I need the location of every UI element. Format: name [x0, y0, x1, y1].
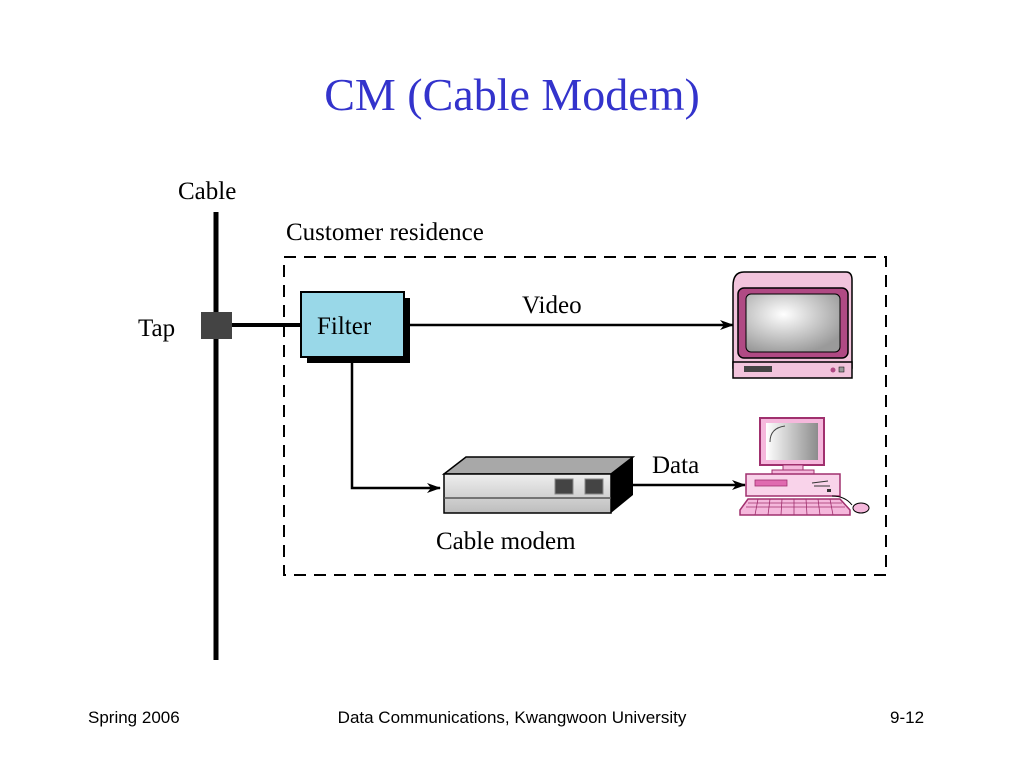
footer-page-number: 9-12 — [890, 708, 925, 727]
television-icon — [732, 271, 853, 379]
filter-box — [300, 291, 405, 358]
customer-residence-boundary — [283, 256, 887, 576]
slide-title: CM (Cable Modem) — [324, 69, 700, 120]
tap-block — [201, 312, 232, 339]
customer-residence-label: Customer residence — [286, 219, 484, 246]
cable-modem-label: Cable modem — [436, 528, 576, 555]
filter-to-modem-arrow — [350, 363, 441, 493]
video-label: Video — [522, 292, 582, 319]
cable-modem-icon — [441, 456, 636, 514]
tap-label: Tap — [138, 315, 175, 342]
filter-label: Filter — [317, 313, 372, 340]
footer-course: Data Communications, Kwangwoon Universit… — [337, 708, 687, 727]
cable-label: Cable — [178, 178, 236, 205]
computer-icon — [739, 417, 870, 516]
footer-date: Spring 2006 — [88, 708, 180, 727]
data-label: Data — [652, 452, 699, 479]
